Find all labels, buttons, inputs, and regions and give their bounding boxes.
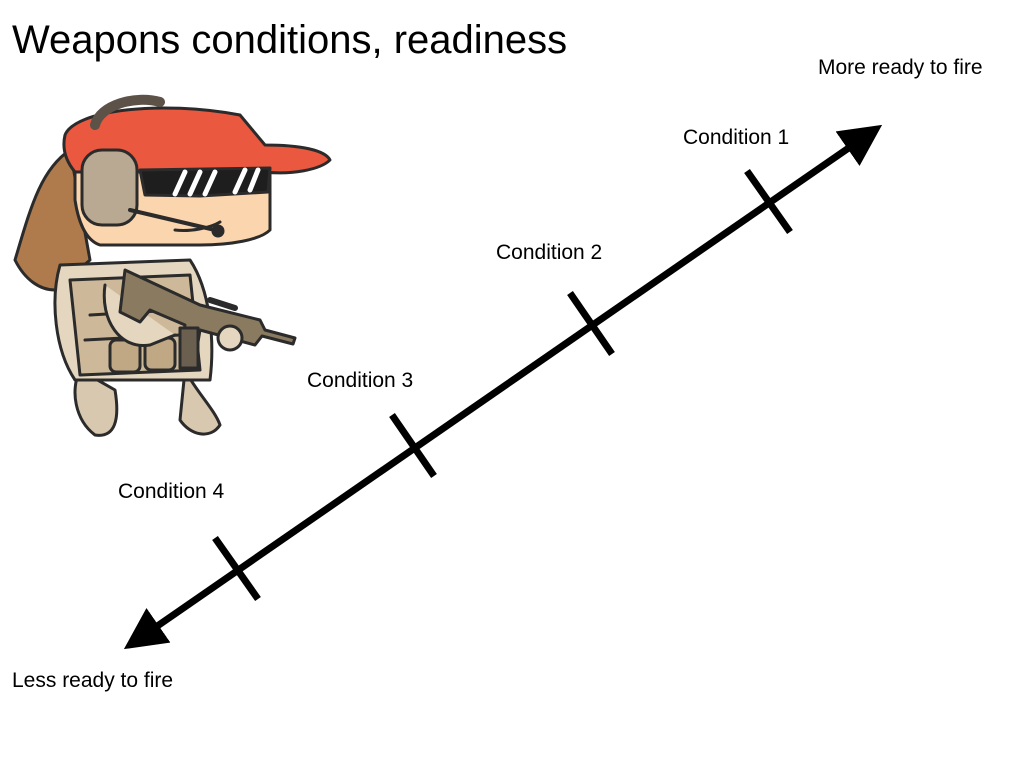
tick-condition-2 (567, 291, 615, 356)
tick-condition-3 (389, 413, 437, 478)
condition-3-label: Condition 3 (307, 369, 414, 392)
less-ready-label: Less ready to fire (12, 669, 174, 692)
tick-condition-4 (212, 535, 261, 602)
tick-condition-1 (744, 168, 793, 235)
condition-1-label: Condition 1 (683, 126, 790, 149)
condition-4-label: Condition 4 (118, 480, 225, 503)
condition-2-label: Condition 2 (496, 241, 603, 264)
readiness-axis-line (123, 124, 883, 650)
slide-title: Weapons conditions, readiness (12, 18, 568, 62)
more-ready-label: More ready to fire (818, 56, 983, 79)
